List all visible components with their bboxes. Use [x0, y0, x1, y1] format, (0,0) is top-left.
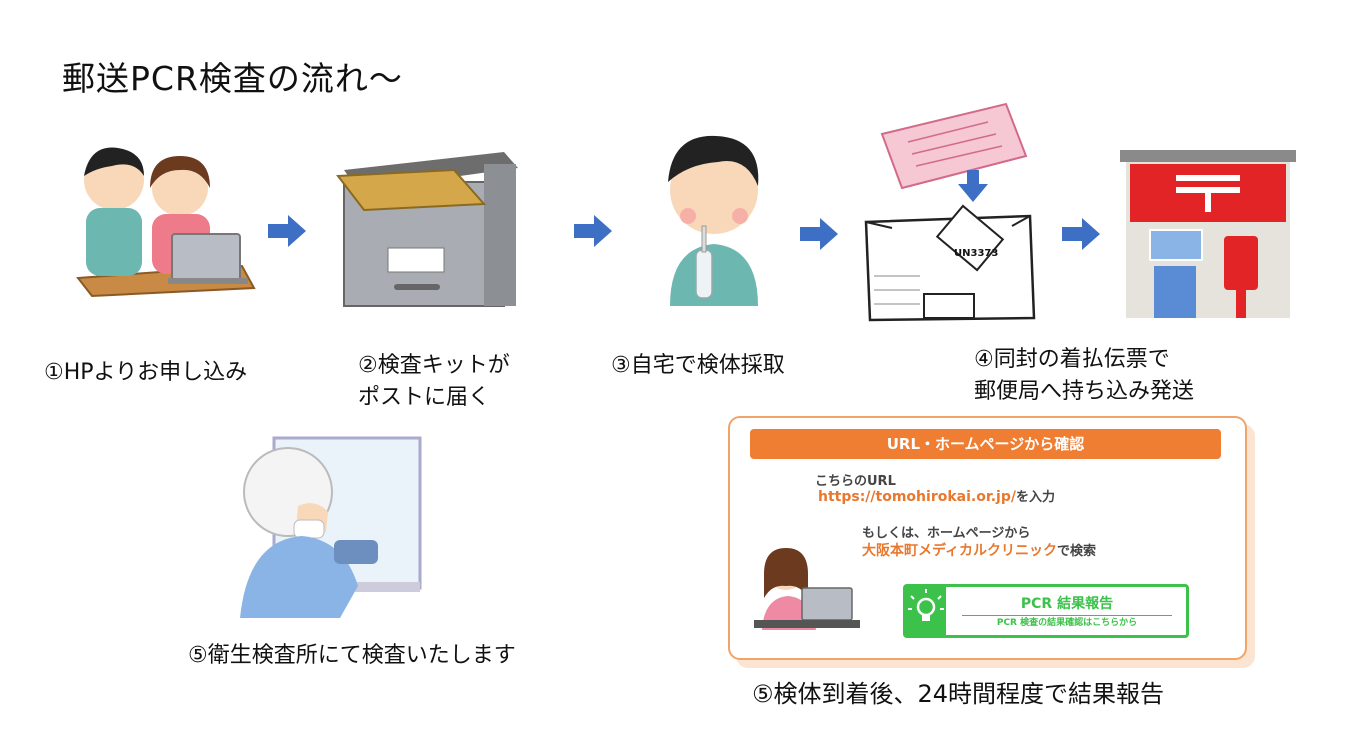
couple-laptop-illustration: [76, 147, 256, 298]
arrow-down-icon: [958, 170, 988, 202]
self-sampling-illustration: [668, 135, 759, 306]
pcr-result-button-title: PCR 結果報告: [962, 593, 1172, 616]
lightbulb-icon: [906, 587, 946, 635]
pcr-result-button-subtitle: PCR 検査の結果確認はこちらから: [996, 618, 1138, 628]
arrow-right-icon: [574, 215, 612, 247]
post-office-illustration: [1120, 150, 1296, 318]
pcr-result-button[interactable]: PCR 結果報告 PCR 検査の結果確認はこちらから: [903, 584, 1189, 638]
arrow-right-icon: [800, 218, 838, 250]
package-illustration: UN3373: [864, 204, 1036, 322]
arrow-right-icon: [1062, 218, 1100, 250]
homepage-url-link[interactable]: https://tomohirokai.or.jp/: [818, 489, 1016, 505]
clinic-name: 大阪本町メディカルクリニック: [862, 543, 1058, 559]
step-3-caption: ③自宅で検体採取: [611, 353, 785, 378]
shipping-slip-illustration: [880, 102, 1028, 190]
alt-intro: もしくは、ホームページから: [862, 526, 1031, 541]
lab-worker-illustration: [240, 436, 422, 618]
lab-caption: ⑤衛生検査所にて検査いたします: [188, 643, 516, 668]
arrow-right-icon: [268, 215, 306, 247]
mailbox-illustration: [336, 152, 518, 307]
page-title: 郵送PCR検査の流れ～: [62, 59, 403, 98]
clinic-search-line: 大阪本町メディカルクリニックで検索: [862, 543, 1097, 559]
woman-laptop-illustration: [754, 548, 860, 630]
step-2-caption: ②検査キットが ポストに届く: [358, 353, 510, 410]
url-line: https://tomohirokai.or.jp/を入力: [818, 489, 1056, 505]
step-4-caption: ④同封の着払伝票で 郵便局へ持ち込み発送: [974, 347, 1195, 404]
step-1-caption: ①HPよりお申し込み: [44, 360, 248, 385]
package-label: UN3373: [954, 248, 998, 259]
result-caption: ⑤検体到着後、24時間程度で結果報告: [752, 680, 1165, 708]
result-box-header: URL・ホームページから確認: [750, 429, 1221, 459]
url-intro: こちらのURL: [815, 474, 896, 489]
